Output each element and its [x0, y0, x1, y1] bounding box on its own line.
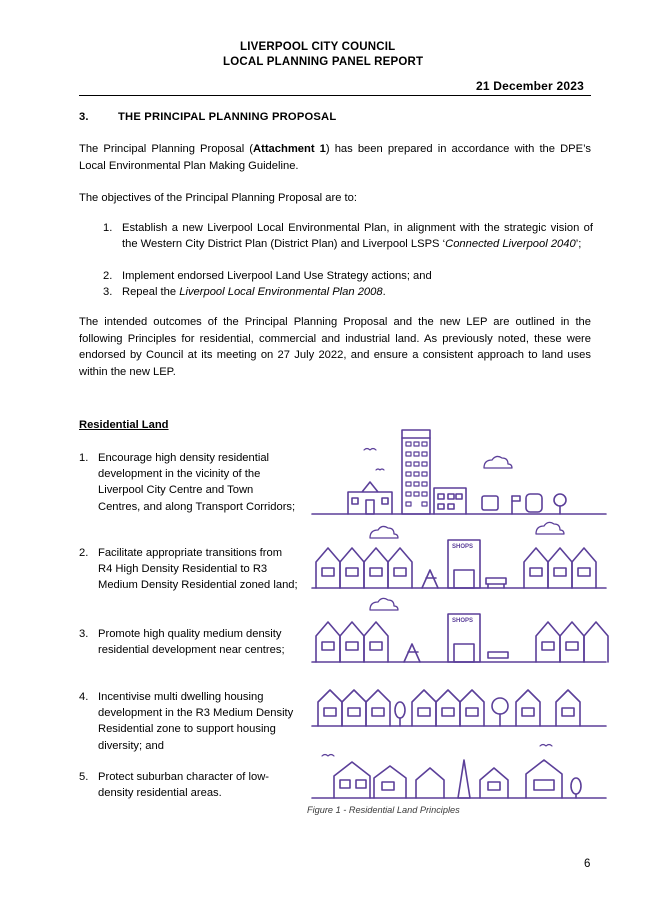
objective-item: 3. Repeal the Liverpool Local Environmen… — [103, 284, 593, 300]
report-date: 21 December 2023 — [476, 79, 584, 93]
objective-item: 2. Implement endorsed Liverpool Land Use… — [103, 268, 593, 284]
residential-land-illustration: SHOPS SHOPS — [311, 429, 609, 799]
principle-number: 2. — [79, 547, 89, 559]
principle-number: 5. — [79, 771, 89, 783]
tower-building — [401, 429, 431, 515]
section-title: THE PRINCIPAL PLANNING PROPOSAL — [118, 111, 337, 123]
objective-text: Repeal the Liverpool Local Environmental… — [122, 286, 386, 298]
section-number: 3. — [79, 111, 89, 123]
objective-number: 3. — [103, 286, 113, 298]
principle-text: Facilitate appropriate transitions from … — [98, 547, 298, 592]
principle-text: Protect suburban character of low-densit… — [98, 771, 270, 800]
principle-number: 4. — [79, 691, 89, 703]
principle-number: 1. — [79, 452, 89, 464]
report-title: LOCAL PLANNING PANEL REPORT — [223, 56, 424, 68]
attachment-ref: Attachment 1 — [253, 143, 326, 155]
outcomes-paragraph: The intended outcomes of the Principal P… — [79, 316, 591, 378]
high-density-row — [311, 429, 607, 515]
shops-sign: SHOPS — [452, 544, 473, 550]
shops-sign: SHOPS — [452, 618, 473, 624]
objective-number: 1. — [103, 222, 113, 234]
council-name: LIVERPOOL CITY COUNCIL — [240, 41, 396, 53]
intro-text-b: ) has been prepared in accordance with t… — [79, 143, 591, 172]
medium-density-row: SHOPS — [311, 597, 609, 663]
principle-text: Promote high quality medium density resi… — [98, 628, 285, 657]
principle-text: Incentivise multi dwelling housing devel… — [98, 691, 294, 752]
intro-text-a: The Principal Planning Proposal ( — [79, 143, 254, 155]
objective-number: 2. — [103, 270, 113, 282]
transition-row: SHOPS — [311, 521, 607, 589]
objectives-intro: The objectives of the Principal Planning… — [79, 192, 357, 204]
objective-item: 1. Establish a new Liverpool Local Envir… — [103, 220, 593, 270]
suburban-row — [311, 743, 607, 799]
multi-dwelling-row — [311, 689, 607, 727]
principle-text: Encourage high density residential devel… — [98, 452, 296, 513]
residential-heading: Residential Land — [79, 419, 169, 431]
intro-paragraph: The Principal Planning Proposal (Attachm… — [79, 141, 591, 174]
header-rule — [79, 95, 591, 96]
principle-number: 3. — [79, 628, 89, 640]
figure-caption: Figure 1 - Residential Land Principles — [307, 805, 460, 815]
page-number: 6 — [584, 858, 591, 870]
objective-text: Establish a new Liverpool Local Environm… — [122, 222, 593, 251]
objective-text: Implement endorsed Liverpool Land Use St… — [122, 270, 432, 282]
